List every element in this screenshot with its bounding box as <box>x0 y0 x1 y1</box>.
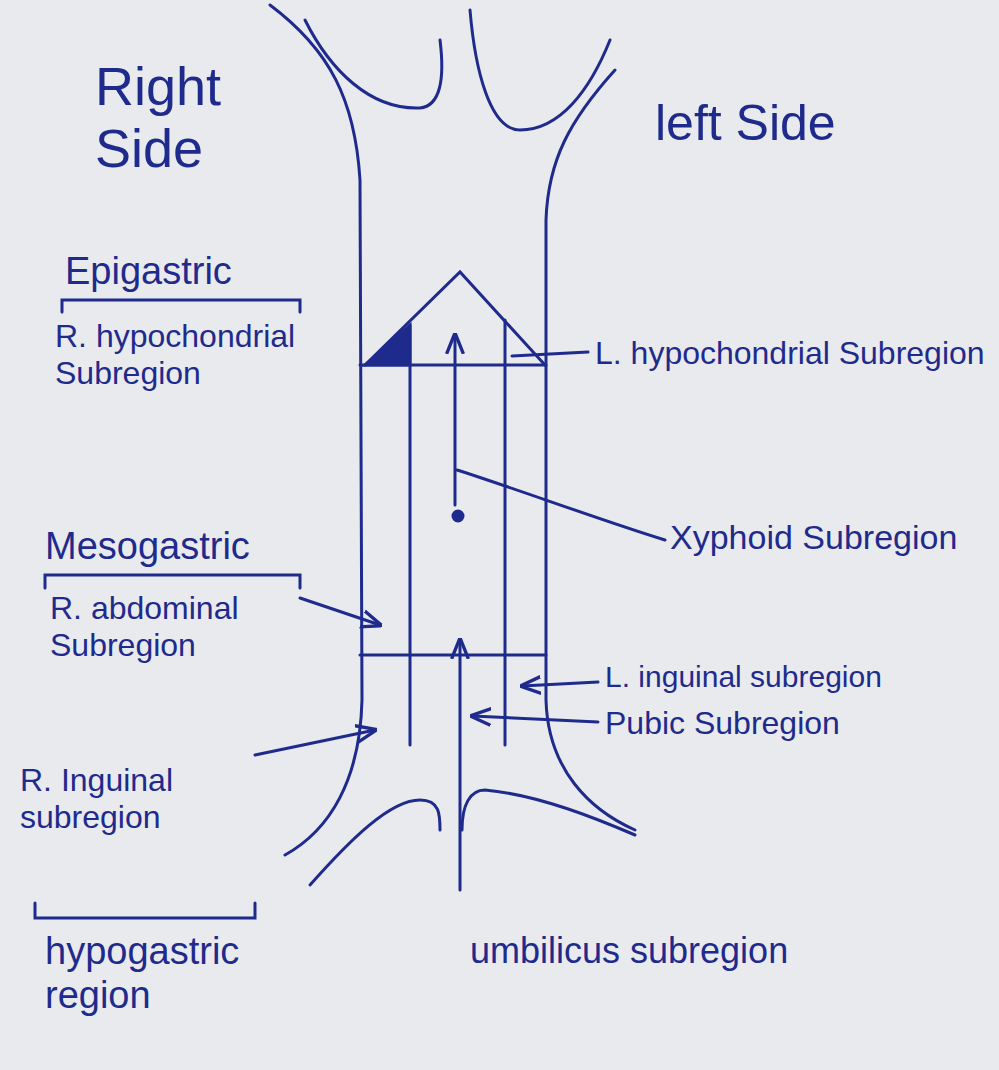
subregion-label: L. hypochondrial Subregion <box>595 335 985 372</box>
neck-curve <box>470 10 610 130</box>
region-label: Mesogastric <box>45 525 250 569</box>
arrow <box>522 682 598 686</box>
region-label: Epigastric <box>65 250 232 294</box>
leader-line <box>512 352 588 356</box>
subregion-label: R. abdominal Subregion <box>50 590 290 664</box>
subregion-label: L. inguinal subregion <box>605 660 882 695</box>
leg-curve <box>462 790 635 835</box>
subregion-label: Pubic Subregion <box>605 705 840 742</box>
leader-line <box>457 470 665 540</box>
body-outline-right <box>270 5 362 855</box>
bracket <box>35 903 255 918</box>
arrow <box>459 640 462 890</box>
side-label: left Side <box>655 95 836 153</box>
grid-line <box>360 364 546 367</box>
side-label: Right Side <box>95 55 275 179</box>
umbilicus-dot <box>453 511 463 521</box>
bracket <box>45 575 300 588</box>
grid-line <box>360 654 546 657</box>
arrow <box>472 716 598 722</box>
subregion-label: Xyphoid Subregion <box>670 518 957 557</box>
region-label: hypogastric region <box>45 930 305 1017</box>
subregion-label: R. hypochondrial Subregion <box>55 318 340 392</box>
leg-curve <box>310 800 440 885</box>
arrow <box>454 335 457 505</box>
arrow <box>255 730 375 755</box>
bracket <box>62 300 300 312</box>
subregion-label: umbilicus subregion <box>470 930 788 971</box>
subregion-label: R. Inguinal subregion <box>20 762 245 836</box>
arrow <box>300 598 380 625</box>
neck-curve <box>305 20 442 108</box>
shaded-corner <box>365 325 410 365</box>
grid-line <box>504 320 507 745</box>
grid-line <box>409 325 412 745</box>
